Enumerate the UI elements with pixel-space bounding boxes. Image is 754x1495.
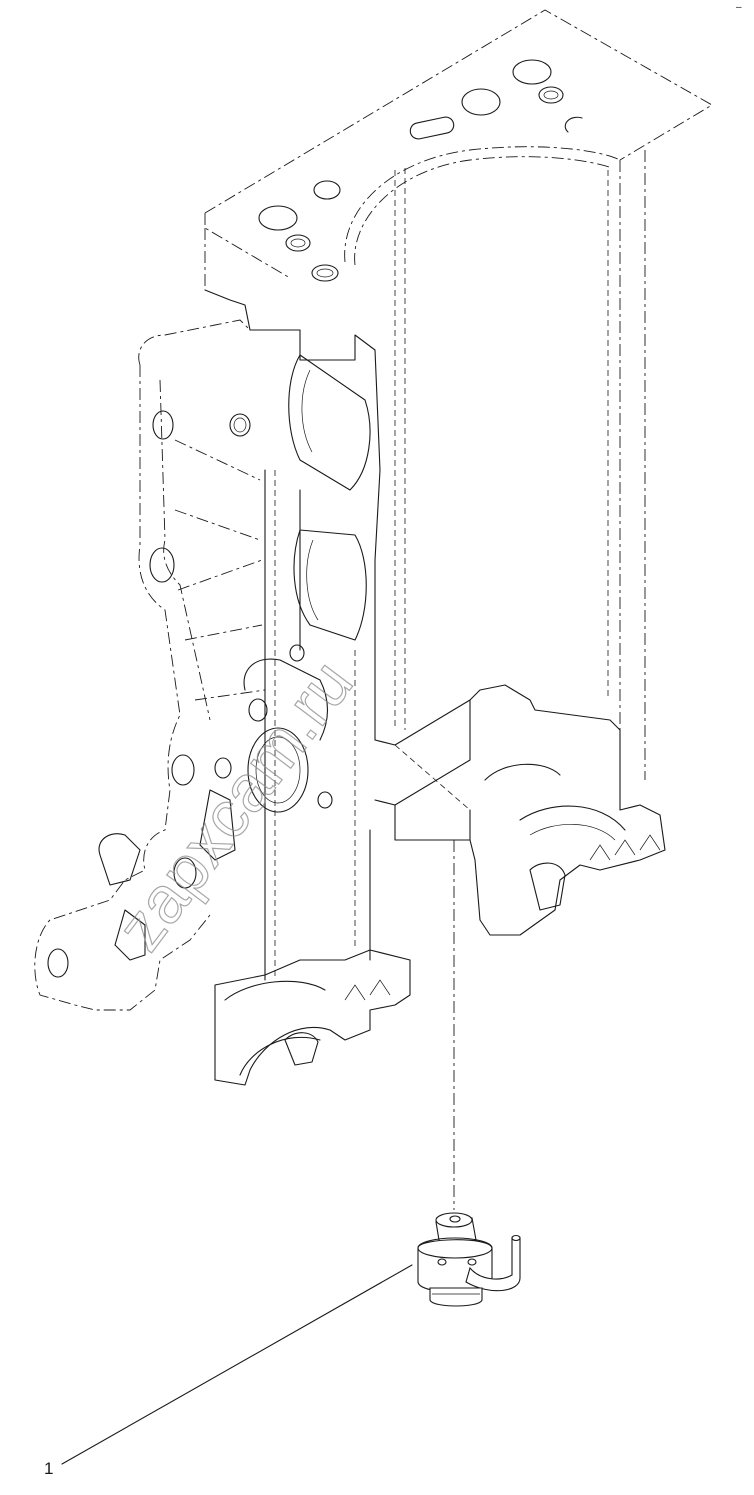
engine-block-outline (34, 9, 713, 1086)
callout-leader-line (61, 1264, 413, 1465)
callout-number: 1 (44, 1459, 53, 1478)
corner-mark: – (736, 2, 742, 13)
fitting-with-bent-tube-icon (417, 1212, 521, 1307)
